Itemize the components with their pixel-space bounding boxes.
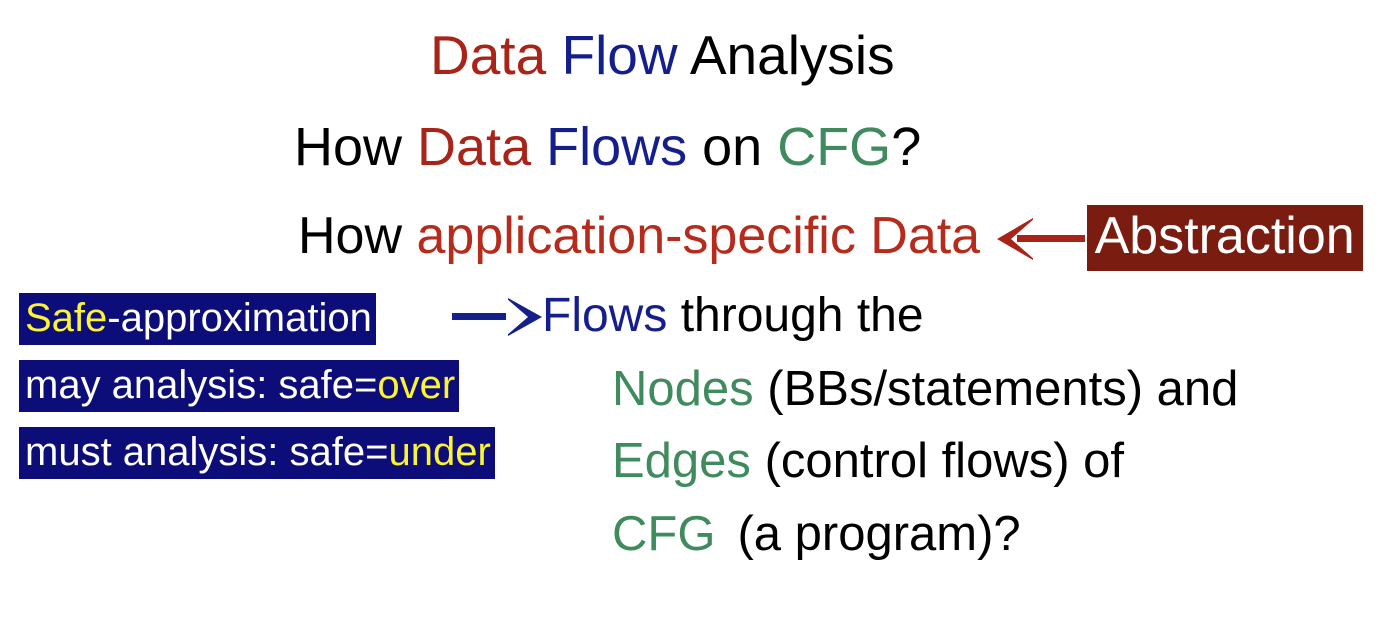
line7-cfg: CFG	[612, 507, 716, 561]
page-title: Data Flow Analysis	[430, 28, 895, 83]
abstraction-badge: Abstraction	[1086, 205, 1363, 271]
cfg-program-line: CFG (a program)?	[612, 510, 1021, 559]
line2-on: on	[702, 117, 778, 177]
question-line-application-specific-data: How application-specific Data Abstractio…	[298, 205, 1363, 271]
line5-nodes: Nodes	[612, 362, 768, 416]
edges-line: Edges (control flows) of	[612, 437, 1124, 486]
left-arrow-icon	[995, 215, 1087, 260]
line2-question: ?	[891, 117, 922, 177]
line2-data: Data	[417, 117, 547, 177]
may-analysis-value: over	[377, 363, 456, 407]
line3-application-specific-data: application-specific Data	[416, 207, 995, 265]
line5-rest: (BBs/statements) and	[767, 362, 1239, 416]
line4-through-the: through the	[680, 289, 924, 342]
must-analysis-label: must analysis: safe=	[25, 430, 389, 474]
title-word-data: Data	[430, 24, 562, 86]
line4-flows: Flows	[542, 289, 681, 342]
may-analysis-badge: may analysis: safe=over	[19, 360, 460, 412]
title-word-analysis: Analysis	[689, 24, 895, 86]
safe-approximation-rest: -approximation	[107, 296, 372, 340]
line2-cfg: CFG	[777, 117, 892, 177]
must-analysis-value: under	[388, 430, 491, 474]
safe-approximation-keyword: Safe	[25, 296, 108, 340]
flows-through-the-line: Flows through the	[452, 292, 924, 340]
may-analysis-label: may analysis: safe=	[25, 363, 378, 407]
question-line-how-data-flows: How Data Flows on CFG?	[294, 120, 921, 174]
must-analysis-badge: must analysis: safe=under	[19, 427, 495, 479]
title-word-flow: Flow	[561, 24, 690, 86]
line3-how: How	[298, 207, 417, 265]
safe-approximation-badge: Safe-approximation	[19, 293, 376, 345]
line7-rest: (a program)?	[737, 507, 1021, 561]
line2-how: How	[294, 117, 418, 177]
nodes-line: Nodes (BBs/statements) and	[612, 365, 1238, 414]
line6-rest: (control flows) of	[764, 434, 1124, 488]
line2-flows: Flows	[546, 117, 703, 177]
line6-edges: Edges	[612, 434, 765, 488]
right-arrow-icon	[452, 295, 542, 336]
